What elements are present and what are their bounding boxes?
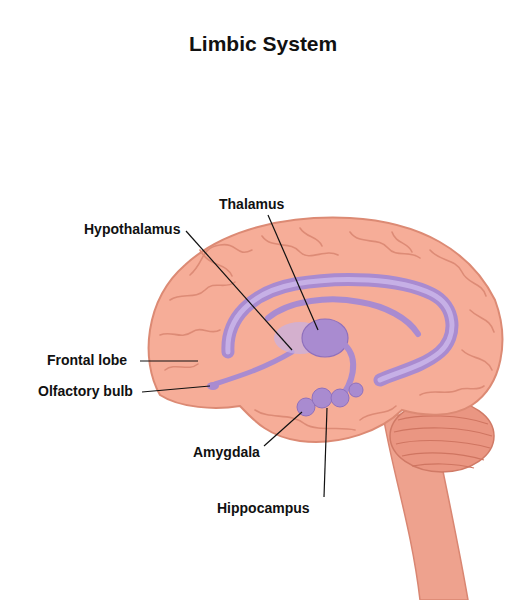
- part-label: Hypothalamus: [84, 221, 180, 237]
- part-label: Hippocampus: [217, 500, 310, 516]
- hippocampus-shape: [312, 388, 332, 408]
- hippocampus-shape: [331, 389, 349, 407]
- leader-lines: [140, 215, 327, 497]
- leader-line: [268, 215, 318, 330]
- title: Limbic System: [189, 32, 337, 56]
- thalamus-shape: [302, 319, 348, 357]
- cerebrum: [149, 218, 503, 442]
- leader-line: [324, 408, 327, 497]
- part-label: Thalamus: [219, 196, 284, 212]
- leader-line: [264, 412, 302, 446]
- gyri: [160, 228, 494, 430]
- limbic-structures: [207, 279, 452, 416]
- hippocampus-shape: [349, 383, 363, 397]
- leader-line: [140, 360, 198, 361]
- olfactory-tract: [215, 352, 292, 384]
- part-label: Frontal lobe: [47, 352, 127, 368]
- leader-line: [186, 231, 292, 350]
- cerebellum-folia: [394, 416, 492, 468]
- part-label: Amygdala: [193, 444, 260, 460]
- part-label: Olfactory bulb: [38, 383, 133, 399]
- leader-line: [142, 386, 210, 392]
